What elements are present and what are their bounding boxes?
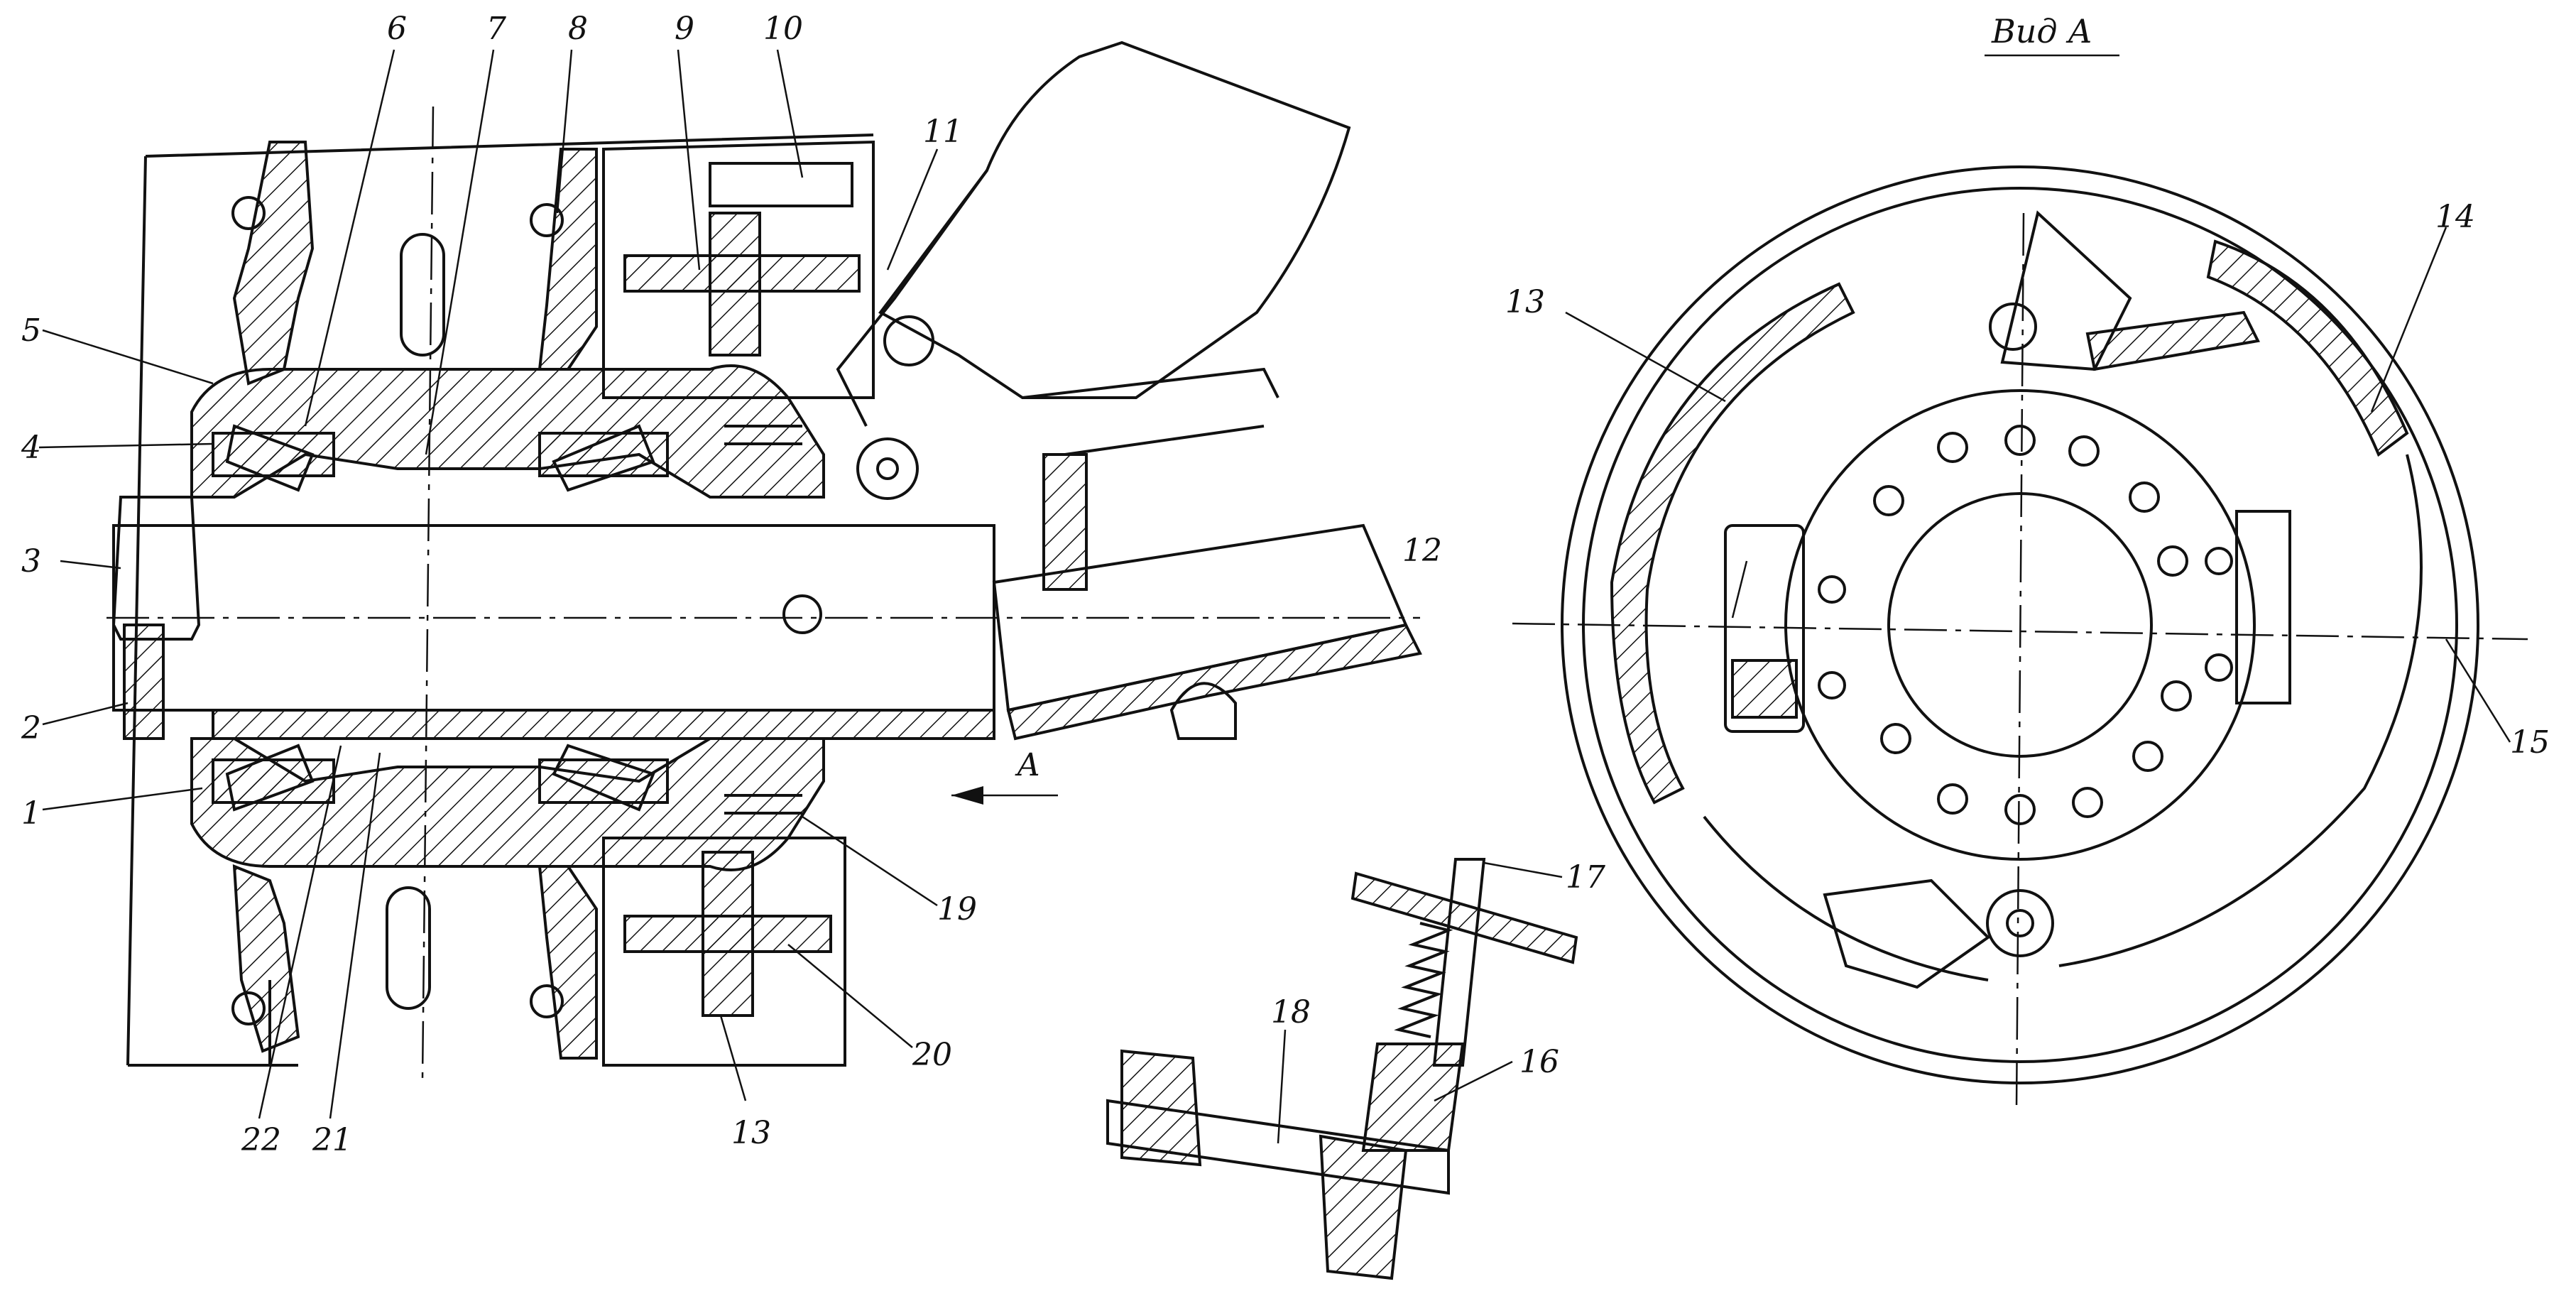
adjuster-rod xyxy=(1106,1099,1450,1195)
hub-flange-ring xyxy=(1784,389,2256,861)
shoe-web-left xyxy=(1703,815,1989,981)
shoe-web-right xyxy=(2058,454,2423,967)
upper-brake-assembly xyxy=(602,140,875,399)
hub-bolts xyxy=(231,196,822,1025)
view-direction-arrow: А xyxy=(951,747,1058,805)
inner-bearing-lower xyxy=(538,744,669,812)
callout-17: 17 xyxy=(1566,859,1605,896)
callout-11: 11 xyxy=(923,114,963,150)
drum-outer-ring xyxy=(1561,165,2479,1084)
axle-nut xyxy=(111,496,201,641)
lower-hub-casting xyxy=(190,737,825,871)
lower-brake-assembly xyxy=(602,837,846,1067)
hub-end-cap xyxy=(123,624,165,740)
adjuster-detail-view xyxy=(1106,858,1578,1280)
lower-disc-flange xyxy=(232,864,300,1053)
view-a-horizontal-axis xyxy=(1512,622,2528,641)
left-brake-shoe xyxy=(1610,282,1855,805)
disc-centerline xyxy=(421,106,435,1080)
callout-15: 15 xyxy=(2510,724,2550,761)
lower-drum-flange xyxy=(537,865,598,1060)
outer-bearing-upper xyxy=(212,424,335,492)
view-a-vertical-axis xyxy=(2015,212,2025,1109)
callout-13-section: 13 xyxy=(731,1115,771,1151)
callout-10: 10 xyxy=(763,11,803,47)
callout-1: 1 xyxy=(21,795,41,832)
adjuster-stem xyxy=(1432,858,1486,1067)
upper-disc-slot xyxy=(400,233,445,356)
callout-numbers: 1 2 3 4 5 6 7 8 9 10 11 12 13 14 15 16 1… xyxy=(21,11,2550,1158)
adjuster-clamp xyxy=(1319,1134,1408,1280)
callout-9: 9 xyxy=(675,11,694,47)
callout-22: 22 xyxy=(241,1122,281,1158)
callout-16: 16 xyxy=(1519,1044,1559,1080)
callout-14: 14 xyxy=(2435,199,2475,235)
callout-2: 2 xyxy=(21,710,41,746)
mounting-plate xyxy=(1350,871,1578,964)
upper-disc-flange xyxy=(232,141,315,386)
upper-drum-flange xyxy=(537,148,598,371)
adjuster-rod-end xyxy=(1120,1049,1202,1167)
view-a-backing-plate: Вид А xyxy=(1512,12,2528,1109)
callout-8: 8 xyxy=(568,11,588,47)
callout-3: 3 xyxy=(21,543,41,579)
hub-section-view: А xyxy=(107,40,1422,1080)
callout-20: 20 xyxy=(912,1037,952,1073)
wheel-stud-circle xyxy=(1873,425,2192,825)
upper-hub-casting xyxy=(190,364,825,499)
right-brake-shoe xyxy=(2206,239,2409,457)
brake-chamber-and-lever xyxy=(836,40,1422,741)
adjuster-body xyxy=(1361,1043,1465,1152)
axle-tube xyxy=(212,709,995,740)
callout-7: 7 xyxy=(486,11,506,47)
view-a-title: Вид А xyxy=(1991,12,2092,50)
adjuster-block-right xyxy=(2205,510,2291,704)
outer-bearing-lower xyxy=(212,744,335,812)
callout-21: 21 xyxy=(312,1122,352,1158)
inner-bearing-upper xyxy=(538,424,669,492)
callout-12: 12 xyxy=(1402,533,1442,569)
callout-5: 5 xyxy=(21,312,41,349)
callout-leaders xyxy=(38,49,2511,1144)
callout-13-view-a: 13 xyxy=(1505,284,1545,320)
wheel-disc-outline xyxy=(126,134,874,1067)
shoe-anchor-bottom xyxy=(1823,878,2054,989)
callout-18: 18 xyxy=(1271,994,1311,1030)
wheel-cylinder xyxy=(1724,524,1846,733)
callout-4: 4 xyxy=(21,430,41,466)
callout-19: 19 xyxy=(937,891,977,927)
lower-disc-slot xyxy=(386,886,431,1010)
shoe-anchor-top xyxy=(1989,210,2260,371)
callout-6: 6 xyxy=(387,11,407,47)
adjuster-spring xyxy=(1394,922,1453,1038)
arrow-label: А xyxy=(1015,747,1040,783)
